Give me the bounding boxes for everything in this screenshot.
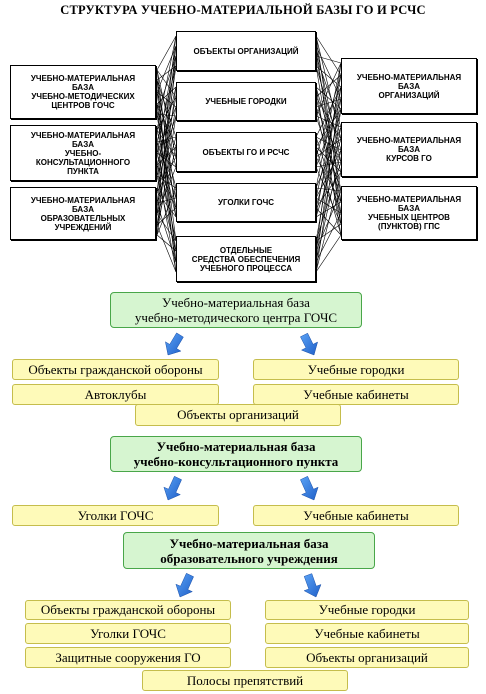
- s3-right-item-2: Учебные кабинеты: [265, 623, 469, 644]
- s1-right-item-1: Учебные городки: [253, 359, 459, 380]
- s2-right-item-1: Учебные кабинеты: [253, 505, 459, 526]
- s1-bottom-item: Объекты организаций: [135, 404, 341, 426]
- center-box-training-grounds: УЧЕБНЫЕ ГОРОДКИ: [176, 82, 316, 121]
- left-box-edu: УЧЕБНО-МАТЕРИАЛЬНАЯ БАЗА ОБРАЗОВАТЕЛЬНЫХ…: [10, 187, 156, 240]
- s1-left-item-2: Автоклубы: [12, 384, 219, 405]
- down-arrow-icon: [165, 332, 184, 356]
- down-arrow-icon: [163, 475, 182, 501]
- s3-right-item-3: Объекты организаций: [265, 647, 469, 668]
- center-box-means: ОТДЕЛЬНЫЕ СРЕДСТВА ОБЕСПЕЧЕНИЯ УЧЕБНОГО …: [176, 236, 316, 282]
- s3-right-item-1: Учебные городки: [265, 600, 469, 620]
- s3-left-item-1: Объекты гражданской обороны: [25, 600, 231, 620]
- right-box-gps: УЧЕБНО-МАТЕРИАЛЬНАЯ БАЗА УЧЕБНЫХ ЦЕНТРОВ…: [341, 186, 477, 240]
- right-box-org: УЧЕБНО-МАТЕРИАЛЬНАЯ БАЗА ОРГАНИЗАЦИЙ: [341, 58, 477, 114]
- page-title: СТРУКТУРА УЧЕБНО-МАТЕРИАЛЬНОЙ БАЗЫ ГО И …: [60, 3, 426, 17]
- left-box-ukp: УЧЕБНО-МАТЕРИАЛЬНАЯ БАЗА УЧЕБНО- КОНСУЛЬ…: [10, 125, 156, 181]
- center-box-go-objects: ОБЪЕКТЫ ГО и РСЧС: [176, 132, 316, 172]
- s3-left-item-2: Уголки ГОЧС: [25, 623, 231, 644]
- s3-bottom-item: Полосы препятствий: [142, 670, 348, 691]
- s2-left-item-1: Уголки ГОЧС: [12, 505, 219, 526]
- s3-left-item-3: Защитные сооружения ГО: [25, 647, 231, 668]
- center-box-org-objects: ОБЪЕКТЫ ОРГАНИЗАЦИЙ: [176, 31, 316, 71]
- section2-header: Учебно-материальная база учебно-консульт…: [110, 436, 362, 472]
- down-arrow-icon: [300, 475, 319, 501]
- s1-left-item-1: Объекты гражданской обороны: [12, 359, 219, 380]
- center-box-gochs-corners: УГОЛКИ ГОЧС: [176, 183, 316, 222]
- down-arrow-icon: [175, 572, 194, 598]
- section1-header: Учебно-материальная база учебно-методиче…: [110, 292, 362, 328]
- down-arrow-icon: [303, 573, 322, 598]
- down-arrow-icon: [300, 332, 318, 356]
- left-box-umc: УЧЕБНО-МАТЕРИАЛЬНАЯ БАЗА УЧЕБНО-МЕТОДИЧЕ…: [10, 65, 156, 119]
- section3-header: Учебно-материальная база образовательног…: [123, 532, 375, 569]
- cross-connector-lines: [156, 35, 342, 273]
- right-box-courses: УЧЕБНО-МАТЕРИАЛЬНАЯ БАЗА КУРСОВ ГО: [341, 122, 477, 177]
- s1-right-item-2: Учебные кабинеты: [253, 384, 459, 405]
